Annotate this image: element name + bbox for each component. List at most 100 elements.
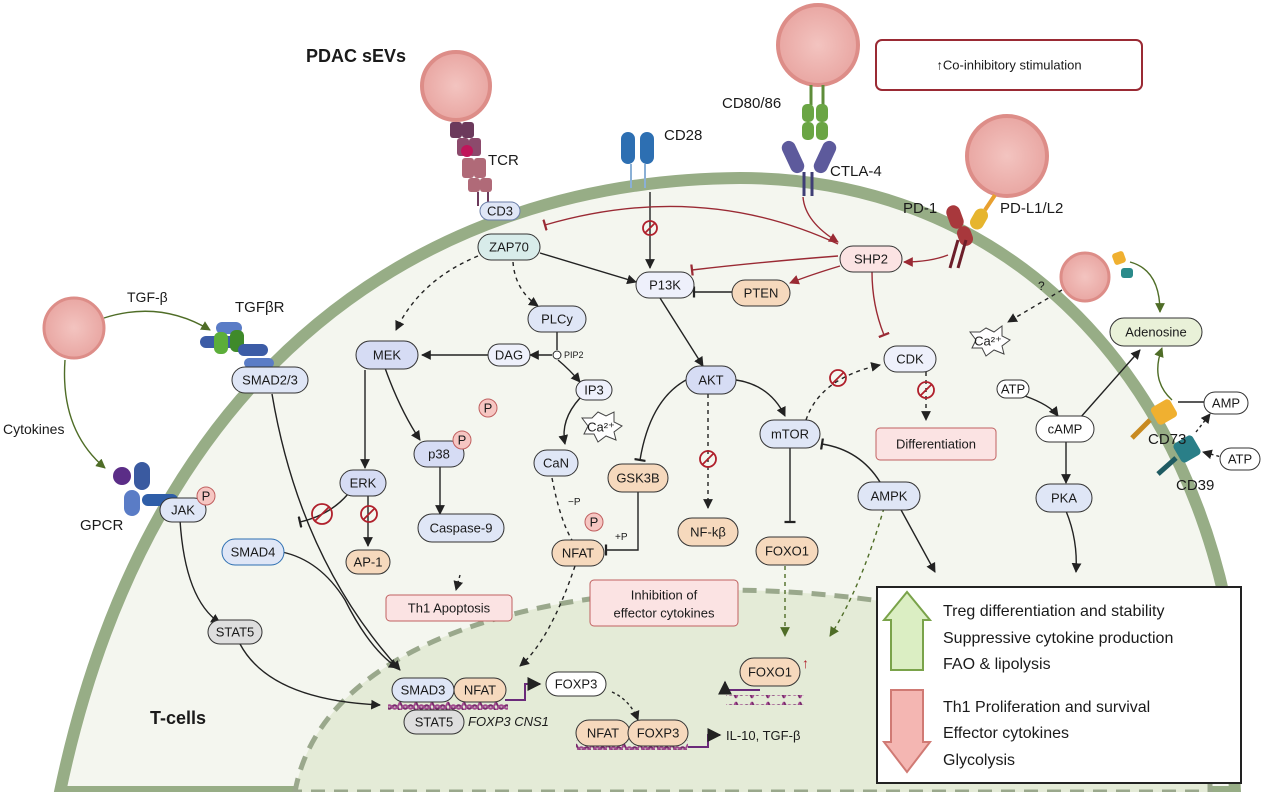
cd39-label: CD39 (1176, 477, 1214, 494)
cell-label: T-cells (150, 708, 206, 728)
svg-text:Differentiation: Differentiation (896, 437, 976, 452)
node-dag: DAG (487, 343, 531, 367)
legend-up-2: Suppressive cytokine production (943, 630, 1173, 647)
tgfbr-receptor-icon (200, 322, 274, 368)
cd80-label: CD80/86 (722, 95, 781, 112)
question-label: ? (1038, 279, 1045, 293)
svg-text:SHP2: SHP2 (854, 252, 888, 267)
node-mek: MEK (355, 340, 419, 370)
tgfbr-label: TGFβR (235, 299, 285, 316)
blocked-markers (311, 220, 935, 525)
node-pka: PKA (1035, 483, 1093, 513)
svg-text:P: P (590, 515, 599, 530)
svg-text:NFAT: NFAT (587, 726, 619, 741)
cd73-label: CD73 (1148, 431, 1186, 448)
vesicle-tcr (420, 50, 492, 122)
node-nfat: NFAT (551, 539, 605, 567)
node-nfkb: NF-kβ (677, 517, 739, 547)
node-erk: ERK (339, 469, 387, 497)
foxo1-up-arrow: ↑ (802, 655, 809, 671)
pd1-label: PD-1 (903, 200, 937, 217)
cd80-ctla4-icon (781, 85, 837, 196)
node-pten: PTEN (731, 279, 791, 307)
up-arrow-icon (881, 590, 933, 671)
svg-text:PKA: PKA (1051, 491, 1077, 506)
phospho-badges: P P P P (196, 398, 604, 532)
node-cdk: CDK (883, 345, 937, 373)
legend-up-1: Treg differentiation and stability (943, 603, 1164, 620)
cd73-cd39-icon (1112, 251, 1201, 476)
node-stat5-nuc: STAT5 (403, 709, 465, 735)
svg-text:Inhibition of: Inhibition of (631, 588, 698, 603)
foxp3-cns1-label: FOXP3 CNS1 (468, 714, 549, 729)
node-adenosine: Adenosine (1109, 317, 1203, 347)
vesicle-cd80 (776, 3, 860, 87)
tgfb-label: TGF-β (127, 289, 168, 305)
node-nfat-foxp3-complex: NFAT FOXP3 (575, 719, 689, 747)
node-differentiation: Differentiation (875, 427, 997, 461)
svg-text:ATP: ATP (1228, 452, 1252, 467)
svg-text:NF-kβ: NF-kβ (690, 525, 726, 540)
svg-text:AMPK: AMPK (871, 489, 908, 504)
cd28-receptor-icon (621, 132, 654, 188)
node-p38: p38 (413, 440, 465, 468)
svg-text:NFAT: NFAT (562, 546, 594, 561)
svg-text:P: P (458, 433, 467, 448)
svg-text:STAT5: STAT5 (216, 625, 255, 640)
node-stat5: STAT5 (207, 619, 263, 645)
svg-text:AMP: AMP (1212, 396, 1240, 411)
il10-label: IL-10, TGF-β (726, 728, 800, 743)
node-caspase9: Caspase-9 (417, 513, 505, 543)
svg-text:MEK: MEK (373, 348, 402, 363)
node-cd3: CD3 (479, 201, 521, 221)
banner-text: ↑Co-inhibitory stimulation (936, 58, 1081, 73)
node-atp-left: ATP (996, 379, 1030, 399)
svg-text:Ca²⁺: Ca²⁺ (974, 334, 1002, 349)
tcr-receptor-icon (450, 122, 492, 206)
calcium-burst-icon: Ca²⁺ Ca²⁺ (581, 325, 1011, 443)
node-smad23: SMAD2/3 (231, 366, 309, 394)
svg-text:FOXO1: FOXO1 (765, 544, 809, 559)
svg-text:AKT: AKT (698, 373, 723, 388)
plus-p-label: +P (615, 532, 628, 543)
down-arrow-icon (881, 689, 933, 774)
pip2-label: PIP2 (564, 350, 584, 360)
svg-text:SMAD2/3: SMAD2/3 (242, 373, 298, 388)
gpcr-receptor-icon (113, 462, 178, 516)
legend-down-3: Glycolysis (943, 752, 1015, 769)
gpcr-label: GPCR (80, 517, 124, 534)
pdl1-label: PD-L1/L2 (1000, 200, 1063, 217)
svg-text:P13K: P13K (649, 278, 681, 293)
cd28-label: CD28 (664, 127, 702, 144)
ctla4-label: CTLA-4 (830, 163, 882, 180)
svg-text:CD3: CD3 (487, 204, 513, 219)
node-smad3: SMAD3 (391, 677, 455, 703)
legend-box: Treg differentiation and stability Suppr… (876, 586, 1242, 784)
minus-p-label: −P (568, 497, 581, 508)
svg-text:JAK: JAK (171, 503, 195, 518)
legend-down-1: Th1 Proliferation and survival (943, 699, 1150, 716)
svg-text:cAMP: cAMP (1048, 422, 1083, 437)
svg-text:SMAD4: SMAD4 (231, 545, 276, 560)
svg-text:mTOR: mTOR (771, 427, 809, 442)
svg-text:CaN: CaN (543, 456, 569, 471)
vesicle-pdl1 (965, 114, 1049, 198)
nucleus-contents: SMAD3 NFAT STAT5 FOXP3 CNS1 FOXP3 NFAT F… (388, 655, 809, 750)
svg-text:PTEN: PTEN (744, 286, 779, 301)
node-foxo1-nuc: FOXO1 (739, 657, 801, 687)
node-foxo1: FOXO1 (755, 536, 819, 566)
co-inhibitory-banner (875, 39, 1143, 91)
node-amp: AMP (1203, 391, 1249, 415)
node-jak: JAK (159, 497, 207, 523)
svg-text:NFAT: NFAT (464, 683, 496, 698)
node-camp: cAMP (1035, 415, 1095, 443)
vesicle-cd73 (1059, 251, 1111, 303)
svg-text:Adenosine: Adenosine (1125, 325, 1186, 340)
node-p13k: P13K (635, 271, 695, 299)
svg-text:p38: p38 (428, 447, 450, 462)
svg-text:Ca²⁺: Ca²⁺ (587, 420, 615, 435)
node-gsk3b: GSK3B (607, 463, 669, 493)
node-atp-right: ATP (1219, 447, 1261, 471)
svg-text:Caspase-9: Caspase-9 (430, 521, 493, 536)
